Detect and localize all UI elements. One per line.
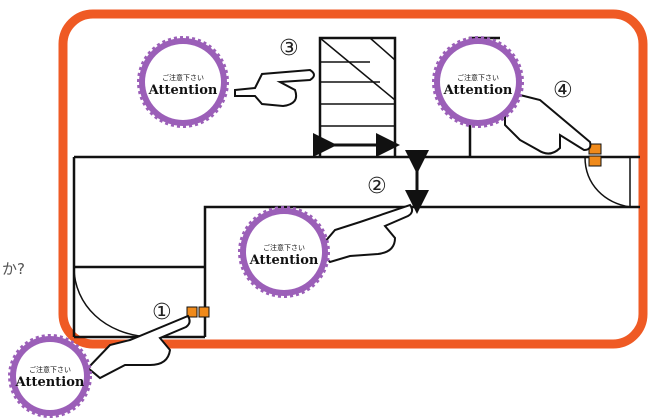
attention-badge: ご注意下さい Attention [432, 36, 524, 128]
badge-small-text: ご注意下さい [162, 73, 204, 82]
side-text: か? [2, 260, 25, 278]
badge-big-text: Attention [249, 253, 319, 268]
attention-badge: ご注意下さい Attention [8, 334, 92, 418]
badge-big-text: Attention [15, 375, 85, 390]
badge-small-text: ご注意下さい [263, 243, 305, 252]
badge-big-text: Attention [443, 83, 513, 98]
attention-badge: ご注意下さい Attention [238, 206, 330, 298]
marker-label-4: ④ [553, 78, 573, 103]
badge-small-text: ご注意下さい [457, 73, 499, 82]
pointing-hand-icon [504, 93, 592, 155]
pointing-hand-icon [86, 314, 191, 380]
attention-burst-icon [137, 36, 229, 128]
attention-burst-icon [8, 334, 92, 418]
attention-burst-icon [432, 36, 524, 128]
pointing-hand-icon [316, 203, 414, 264]
attention-burst-icon [238, 206, 330, 298]
marker-box-1 [186, 306, 210, 318]
badge-small-text: ご注意下さい [29, 365, 71, 374]
marker-label-1: ① [152, 300, 172, 325]
badge-big-text: Attention [148, 83, 218, 98]
dimension-arrows [313, 133, 429, 214]
pointing-hand-icon [234, 68, 315, 108]
marker-label-3: ③ [279, 36, 299, 61]
marker-label-2: ② [367, 174, 387, 199]
attention-badge: ご注意下さい Attention [137, 36, 229, 128]
